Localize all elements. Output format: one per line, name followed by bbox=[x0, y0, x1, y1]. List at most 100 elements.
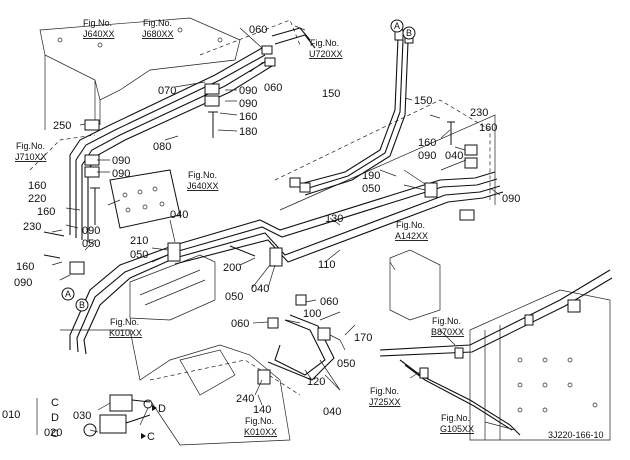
arrow-c-icon bbox=[141, 433, 146, 439]
marker-group bbox=[61, 19, 416, 312]
marker-c-bottom: C bbox=[51, 428, 59, 440]
label-040-b: 040 bbox=[170, 209, 188, 221]
svg-text:G105XX: G105XX bbox=[440, 424, 474, 434]
svg-text:Fig.No.: Fig.No. bbox=[432, 316, 461, 326]
svg-text:Fig.No.: Fig.No. bbox=[110, 317, 139, 327]
label-010: 010 bbox=[2, 409, 20, 421]
arrow-d-icon bbox=[152, 405, 157, 411]
pipe-100 bbox=[274, 319, 326, 376]
label-240: 240 bbox=[236, 393, 254, 405]
label-090-b: 090 bbox=[239, 98, 257, 110]
pipe-120 bbox=[267, 314, 335, 381]
label-160-f: 160 bbox=[418, 137, 436, 149]
fig-ref-g105: Fig.No. G105XX bbox=[440, 413, 474, 434]
svg-text:K010XX: K010XX bbox=[109, 328, 142, 338]
svg-text:Fig.No.: Fig.No. bbox=[16, 141, 45, 151]
label-250: 250 bbox=[53, 120, 71, 132]
pipe-130 bbox=[174, 171, 496, 246]
label-090-c: 090 bbox=[112, 155, 130, 167]
marker-a-top: A bbox=[394, 21, 400, 31]
fig-ref-a142: Fig.No. A142XX bbox=[395, 220, 428, 241]
label-040-a: 040 bbox=[445, 150, 463, 162]
svg-text:J725XX: J725XX bbox=[369, 397, 401, 407]
label-220: 220 bbox=[28, 193, 46, 205]
label-110: 110 bbox=[318, 259, 336, 271]
marker-c-top: C bbox=[51, 397, 59, 409]
a142-bracket bbox=[389, 249, 441, 321]
fig-ref-k010-bottom: Fig.No. K010XX bbox=[244, 416, 277, 437]
label-020: 020 bbox=[44, 427, 62, 439]
label-100: 100 bbox=[303, 308, 321, 320]
svg-text:Fig.No.: Fig.No. bbox=[143, 18, 172, 28]
label-200: 200 bbox=[223, 262, 241, 274]
label-130: 130 bbox=[325, 213, 343, 225]
hose-150-a bbox=[299, 37, 399, 185]
marker-d-right: D bbox=[158, 403, 166, 415]
marker-b-top: B bbox=[406, 28, 412, 38]
quick-coupler bbox=[83, 394, 153, 437]
svg-text:J680XX: J680XX bbox=[142, 29, 174, 39]
label-090-a: 090 bbox=[239, 85, 257, 97]
svg-text:Fig.No.: Fig.No. bbox=[370, 386, 399, 396]
label-060-a: 060 bbox=[249, 24, 267, 36]
svg-text:Fig.No.: Fig.No. bbox=[441, 413, 470, 423]
label-160-b: 160 bbox=[28, 180, 46, 192]
valve-block bbox=[129, 254, 216, 321]
svg-text:Fig.No.: Fig.No. bbox=[83, 18, 112, 28]
label-040-d: 040 bbox=[323, 406, 341, 418]
svg-text:J640XX: J640XX bbox=[187, 181, 219, 191]
label-090-f: 090 bbox=[14, 277, 32, 289]
drawing-code: 3J220-166-10 bbox=[548, 430, 604, 440]
label-050-d: 050 bbox=[225, 291, 243, 303]
label-170: 170 bbox=[354, 332, 372, 344]
pipe-070 bbox=[69, 47, 263, 235]
label-060-d: 060 bbox=[231, 318, 249, 330]
label-150-b: 150 bbox=[414, 95, 432, 107]
fig-ref-j640-top: Fig.No. J640XX bbox=[83, 18, 115, 39]
marker-d-top: D bbox=[51, 412, 59, 424]
svg-text:U720XX: U720XX bbox=[309, 49, 343, 59]
label-060-b: 060 bbox=[264, 82, 282, 94]
fig-ref-j725: Fig.No. J725XX bbox=[369, 386, 401, 407]
label-040-c: 040 bbox=[251, 283, 269, 295]
clamp-group bbox=[69, 83, 581, 385]
fig-ref-k010-left: Fig.No. K010XX bbox=[109, 317, 142, 338]
leader-lines bbox=[36, 25, 516, 435]
right-panel bbox=[469, 289, 611, 441]
label-230-b: 230 bbox=[470, 107, 488, 119]
pipe-j725 bbox=[379, 269, 611, 351]
marker-c-right: C bbox=[147, 431, 155, 443]
fig-ref-b870: Fig.No. B870XX bbox=[431, 316, 464, 337]
label-050-a: 050 bbox=[82, 238, 100, 250]
marker-a-left: A bbox=[65, 289, 71, 299]
label-120: 120 bbox=[307, 376, 325, 388]
fig-ref-j710: Fig.No. J710XX bbox=[15, 141, 47, 162]
label-160-e: 160 bbox=[479, 122, 497, 134]
fig-ref-j680: Fig.No. J680XX bbox=[142, 18, 174, 39]
label-230-a: 230 bbox=[23, 221, 41, 233]
svg-text:Fig.No.: Fig.No. bbox=[245, 416, 274, 426]
upper-bracket bbox=[39, 17, 241, 101]
pipe-110 bbox=[174, 185, 501, 259]
label-160-c: 160 bbox=[37, 206, 55, 218]
bolts bbox=[43, 111, 455, 259]
label-140: 140 bbox=[253, 404, 271, 416]
label-090-h: 090 bbox=[502, 193, 520, 205]
svg-text:Fig.No.: Fig.No. bbox=[310, 38, 339, 48]
label-210: 210 bbox=[130, 235, 148, 247]
label-160-a: 160 bbox=[239, 111, 257, 123]
mounting-plate bbox=[109, 169, 181, 229]
svg-text:K010XX: K010XX bbox=[244, 427, 277, 437]
label-160-d: 160 bbox=[16, 261, 34, 273]
svg-text:J710XX: J710XX bbox=[15, 152, 47, 162]
fig-ref-u720: Fig.No. U720XX bbox=[309, 38, 343, 59]
label-080: 080 bbox=[153, 141, 171, 153]
svg-text:J640XX: J640XX bbox=[83, 29, 115, 39]
svg-text:Fig.No.: Fig.No. bbox=[396, 220, 425, 230]
lower-frame bbox=[60, 329, 291, 446]
marker-b-left: B bbox=[79, 300, 85, 310]
svg-text:Fig.No.: Fig.No. bbox=[188, 170, 217, 180]
label-060-c: 060 bbox=[320, 296, 338, 308]
